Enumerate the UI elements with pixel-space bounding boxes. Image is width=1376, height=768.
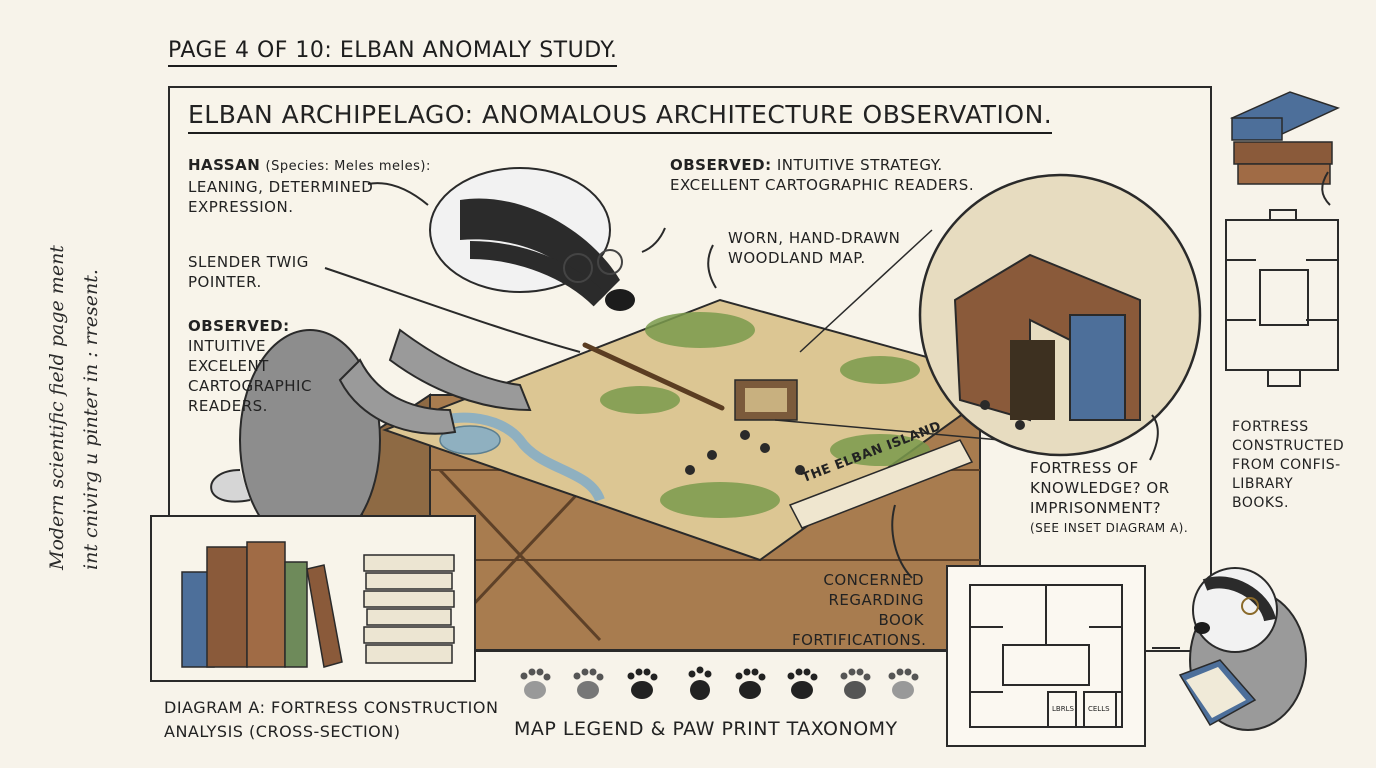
observed-top-line: INTUITIVE STRATEGY. [776, 156, 943, 174]
fortress-q-line: (SEE INSET DIAGRAM A). [1030, 521, 1189, 535]
fortress-books-line: BOOKS. [1232, 495, 1289, 511]
concerned-line: CONCERNED [823, 571, 924, 589]
floor-plan-inset: LBRLS CELLS [946, 565, 1146, 747]
main-title: ELBAN ARCHIPELAGO: ANOMALOUS ARCHITECTUR… [188, 100, 1053, 134]
fortress-q-line: KNOWLEDGE? OR [1030, 479, 1170, 497]
diagram-a-inset [150, 515, 476, 682]
annotation-map: WORN, HAND-DRAWN WOODLAND MAP. [728, 228, 900, 268]
woodland-map-illustration [382, 298, 1013, 562]
observed-left-line: EXCELENT [188, 357, 269, 375]
fortress-books-line: FORTRESS [1232, 419, 1309, 435]
observed-top-label: OBSERVED: [670, 156, 772, 174]
paw-print-icon [787, 668, 818, 699]
twig-pointer-illustration [582, 342, 725, 411]
paw-print-legend [520, 666, 919, 700]
hassan-species: (Species: Meles meles): [265, 159, 431, 174]
arrow-icon [707, 244, 717, 289]
fortress-floor-plan-right [1225, 209, 1339, 387]
concerned-line: REGARDING BOOK [828, 591, 924, 629]
paw-print-icon [735, 668, 766, 699]
diagram-a-line: DIAGRAM A: FORTRESS CONSTRUCTION [164, 698, 499, 717]
arrow-icon [324, 267, 581, 353]
fortress-q-line: FORTRESS OF [1030, 459, 1139, 477]
fortress-books-line: CONSTRUCTED [1232, 438, 1345, 454]
hassan-line: EXPRESSION. [188, 198, 294, 216]
floor-plan-room-label: LBRLS [1052, 705, 1074, 713]
diagram-a-books-illustration [181, 541, 455, 668]
arrow-icon [1149, 414, 1159, 461]
paw-print-icon [627, 668, 658, 699]
paw-print-icon [840, 668, 871, 699]
observed-left-label: OBSERVED: [188, 317, 290, 335]
fortress-magnified-inset [774, 173, 1202, 457]
arrow-icon [891, 504, 913, 579]
reading-badger-illustration [1178, 567, 1307, 731]
concerned-line: FORTIFICATIONS. [792, 631, 927, 649]
floor-plan-illustration [969, 584, 1123, 728]
annotation-hassan: HASSAN (Species: Meles meles): LEANING, … [188, 155, 431, 217]
map-line: WORN, HAND-DRAWN [728, 229, 901, 247]
arrow-icon [367, 182, 429, 206]
annotation-observed-top: OBSERVED: INTUITIVE STRATEGY. EXCELLENT … [670, 155, 974, 195]
annotation-concerned: CONCERNED REGARDING BOOK FORTIFICATIONS. [792, 570, 927, 650]
annotation-observed-left: OBSERVED: INTUITIVE EXCELENT CARTOGRAPHI… [188, 316, 312, 416]
floor-plan-room-label: CELLS [1088, 705, 1110, 713]
twig-line: POINTER. [188, 273, 262, 291]
observed-top-line: EXCELLENT CARTOGRAPHIC READERS. [670, 176, 975, 194]
annotation-fortress-books: FORTRESS CONSTRUCTED FROM CONFIS- LIBRAR… [1232, 418, 1344, 513]
observed-left-line: READERS. [188, 397, 268, 415]
fortress-books-line: LIBRARY [1232, 476, 1294, 492]
badger-hassan-illustration [210, 167, 635, 551]
observed-left-line: CARTOGRAPHIC [188, 377, 312, 395]
paw-print-icon [888, 668, 919, 699]
main-title-text: ELBAN ARCHIPELAGO: ANOMALOUS ARCHITECTUR… [188, 100, 1053, 134]
paw-print-icon [688, 666, 712, 700]
book-stack-illustration [1229, 91, 1341, 185]
fortress-books-line: FROM CONFIS- [1232, 457, 1341, 473]
paw-print-icon [573, 668, 604, 699]
twig-line: SLENDER TWIG [188, 253, 309, 271]
annotation-twig: SLENDER TWIG POINTER. [188, 252, 309, 292]
hassan-name: HASSAN [188, 156, 261, 174]
paw-print-icon [520, 668, 551, 699]
fortress-q-line: IMPRISONMENT? [1030, 499, 1162, 517]
hassan-line: LEANING, DETERMINED [188, 178, 374, 196]
arrow-icon [641, 227, 666, 253]
page-header: PAGE 4 OF 10: ELBAN ANOMALY STUDY. [168, 38, 618, 67]
diagram-a-line: ANALYSIS (CROSS-SECTION) [164, 722, 401, 741]
annotation-fortress-question: FORTRESS OF KNOWLEDGE? OR IMPRISONMENT? … [1030, 458, 1188, 538]
diagram-a-caption: DIAGRAM A: FORTRESS CONSTRUCTION ANALYSI… [164, 696, 498, 744]
observed-left-line: INTUITIVE [188, 337, 267, 355]
page-header-text: PAGE 4 OF 10: ELBAN ANOMALY STUDY. [168, 38, 618, 67]
legend-title: MAP LEGEND & PAW PRINT TAXONOMY [514, 718, 898, 740]
map-line: WOODLAND MAP. [728, 249, 866, 267]
